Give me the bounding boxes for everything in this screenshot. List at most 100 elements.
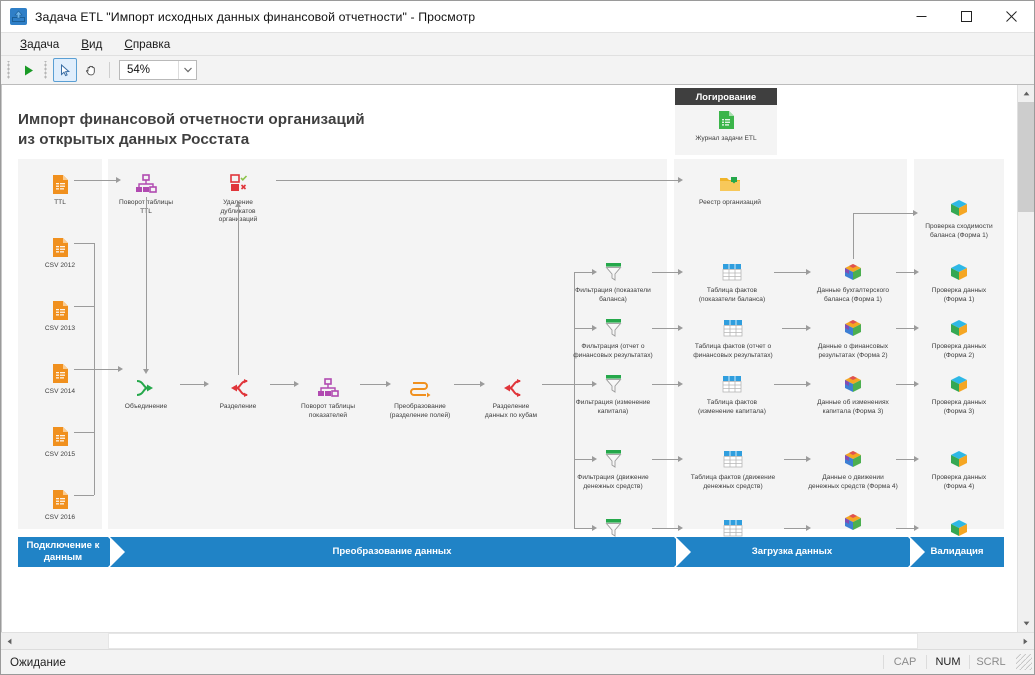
node-fact-balance[interactable]: Таблица фактов (показатели баланса) (682, 259, 782, 304)
node-merge[interactable]: Объединение (108, 375, 184, 412)
node-fact-capital-change[interactable]: Таблица фактов (изменение капитала) (682, 371, 782, 416)
node-label: Таблица фактов (отчет о финансовых резул… (693, 343, 773, 359)
diagram-canvas[interactable]: Импорт финансовой отчетности организаций… (2, 85, 1020, 632)
menu-item-help[interactable]: Справка (113, 36, 181, 53)
node-label: Фильтрация (отчет о финансовых результат… (573, 343, 653, 359)
connector (574, 272, 575, 528)
connector (74, 306, 94, 307)
arrow-head (914, 381, 919, 387)
node-source-csv-2013[interactable]: CSV 2013 (18, 297, 102, 334)
node-validate-form1[interactable]: Проверка данных (Форма 1) (914, 259, 1004, 304)
connector (74, 243, 94, 244)
node-validate-balance-convergence[interactable]: Проверка сходимости баланса (Форма 1) (914, 195, 1004, 240)
horizontal-scroll-thumb[interactable] (108, 633, 918, 649)
menu-item-task[interactable]: Задача (9, 36, 70, 53)
node-filter-cash-flow[interactable]: Фильтрация (движение денежных средств) (560, 446, 666, 491)
arrow-head (204, 381, 209, 387)
node-filter-balance[interactable]: Фильтрация (показатели баланса) (564, 259, 662, 304)
node-etl-log[interactable]: Журнал задачи ETL (675, 107, 777, 144)
node-split-by-cubes[interactable]: Разделение данных по кубам (472, 375, 550, 420)
lane-validation (914, 159, 1004, 529)
node-convert-split-fields[interactable]: Преобразование (разделение полей) (380, 375, 460, 420)
connector (74, 180, 116, 181)
vertical-scroll-thumb[interactable] (1018, 102, 1034, 212)
maximize-button[interactable] (944, 1, 989, 32)
connector (853, 213, 913, 214)
pan-tool-button[interactable] (79, 58, 103, 82)
split-icon (200, 375, 276, 401)
arrow-head (806, 381, 811, 387)
phase-load[interactable]: Загрузка данных (676, 537, 923, 567)
connector (652, 384, 678, 385)
node-source-ttl[interactable]: TTL (18, 171, 102, 208)
connector (146, 197, 147, 369)
node-filter-capital-change[interactable]: Фильтрация (изменение капитала) (562, 371, 664, 416)
horizontal-scrollbar[interactable] (1, 632, 1034, 649)
toolbar-grip-2[interactable] (43, 61, 50, 79)
select-tool-button[interactable] (53, 58, 77, 82)
node-validate-form2[interactable]: Проверка данных (Форма 2) (914, 315, 1004, 360)
scroll-down-button[interactable] (1018, 615, 1034, 632)
node-label: CSV 2015 (44, 451, 76, 458)
node-cube-form1[interactable]: Данные бухгалтерского баланса (Форма 1) (802, 259, 904, 304)
node-fact-cash-flow[interactable]: Таблица фактов (движение денежных средст… (676, 446, 790, 491)
node-validate-form4[interactable]: Проверка данных (Форма 4) (914, 446, 1004, 491)
connector (238, 207, 239, 375)
node-split[interactable]: Разделение (200, 375, 276, 412)
arrow-head (914, 525, 919, 531)
phase-notch (676, 537, 691, 567)
node-filter-financial-results[interactable]: Фильтрация (отчет о финансовых результат… (558, 315, 668, 360)
connector (574, 459, 592, 460)
node-validate-form3[interactable]: Проверка данных (Форма 3) (914, 371, 1004, 416)
scroll-right-button[interactable] (1017, 633, 1034, 649)
scroll-left-button[interactable] (1, 633, 18, 649)
run-button[interactable] (16, 58, 40, 82)
node-label: Таблица фактов (показатели баланса) (698, 287, 766, 303)
validation-cube-icon (914, 195, 1004, 221)
node-source-csv-2015[interactable]: CSV 2015 (18, 423, 102, 460)
connector (896, 459, 914, 460)
phase-validation[interactable]: Валидация (910, 537, 1004, 567)
dedup-icon (200, 171, 276, 197)
node-source-csv-2012[interactable]: CSV 2012 (18, 234, 102, 271)
node-registry-orgs[interactable]: Реестр организаций (682, 171, 778, 208)
node-source-csv-2016[interactable]: CSV 2016 (18, 486, 102, 523)
arrow-head (806, 456, 811, 462)
arrow-head (386, 381, 391, 387)
chevron-down-icon[interactable] (178, 61, 196, 79)
cube-icon (802, 315, 904, 341)
node-pivot-indicators[interactable]: Поворот таблицы показателей (290, 375, 366, 420)
node-fact-financial-results[interactable]: Таблица фактов (отчет о финансовых резул… (678, 315, 788, 360)
pivot-icon (108, 171, 184, 197)
node-cube-form2[interactable]: Данные о финансовых результатах (Форма 2… (802, 315, 904, 360)
diagram-canvas-area[interactable]: Импорт финансовой отчетности организаций… (1, 85, 1034, 632)
node-cube-form3[interactable]: Данные об изменениях капитала (Форма 3) (802, 371, 904, 416)
node-label: Фильтрация (изменение капитала) (575, 399, 651, 415)
node-cube-form4[interactable]: Данные о движении денежных средств (Форм… (798, 446, 908, 491)
validation-cube-icon (914, 515, 1004, 541)
node-source-csv-2014[interactable]: CSV 2014 (18, 360, 102, 397)
phase-notch (110, 537, 125, 567)
arrow-head (143, 369, 149, 374)
scroll-up-button[interactable] (1018, 85, 1034, 102)
cube-icon (802, 259, 904, 285)
menu-accel: С (124, 37, 133, 51)
node-pivot-ttl[interactable]: Поворот таблицы TTL (108, 171, 184, 216)
split-icon (472, 375, 550, 401)
vertical-scrollbar[interactable] (1017, 85, 1034, 632)
connector (276, 180, 678, 181)
status-bar: Ожидание CAP NUM SCRL (1, 649, 1034, 674)
node-label: Реестр организаций (698, 199, 762, 206)
zoom-level-combobox[interactable]: 54% (119, 60, 197, 80)
node-label: Данные об изменениях капитала (Форма 3) (817, 399, 889, 415)
close-button[interactable] (989, 1, 1034, 32)
phase-connection[interactable]: Подключение к данным (18, 537, 123, 567)
toolbar-grip[interactable] (6, 61, 13, 79)
phase-transform[interactable]: Преобразование данных (110, 537, 689, 567)
resize-grip[interactable] (1016, 654, 1032, 670)
horizontal-scroll-track[interactable] (18, 633, 1017, 649)
menu-item-view[interactable]: Вид (70, 36, 113, 53)
node-label: Данные бухгалтерского баланса (Форма 1) (816, 287, 890, 303)
minimize-button[interactable] (899, 1, 944, 32)
node-label: Объединение (124, 403, 168, 410)
